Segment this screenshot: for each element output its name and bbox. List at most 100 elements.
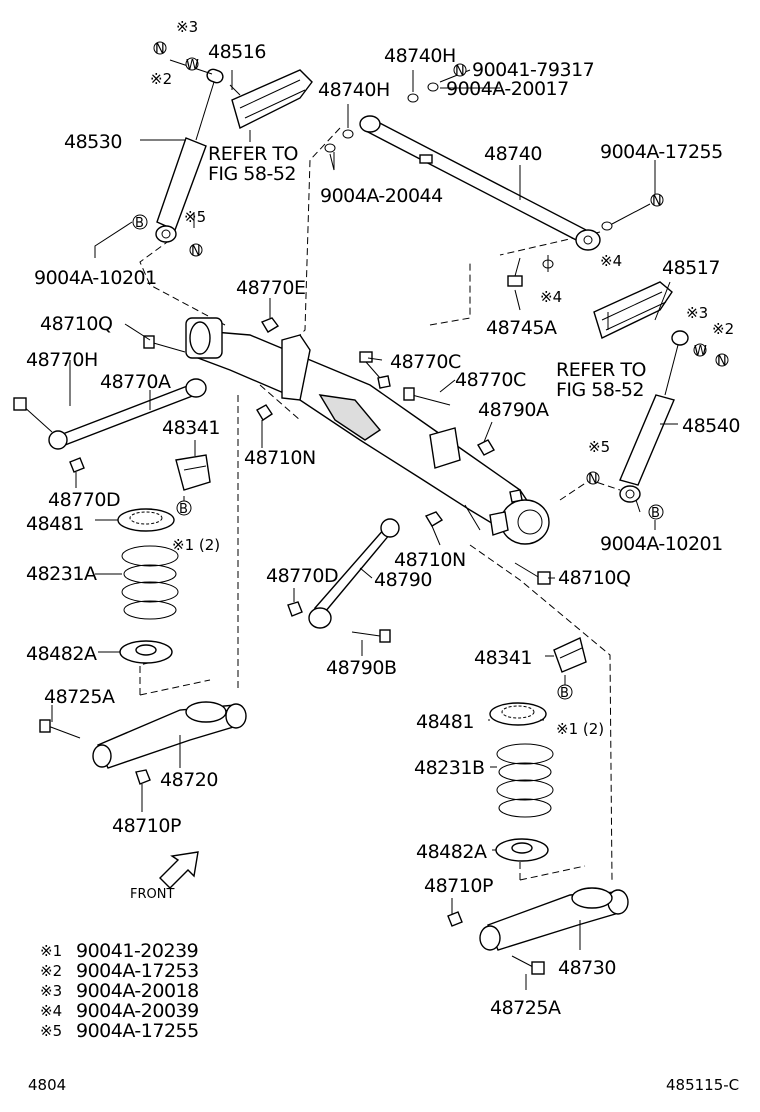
callout-48481-right: 48481 [416,711,474,733]
legend-part: 9004A-20018 [76,980,199,1002]
callout-48770c-a: 48770C [390,351,461,373]
ref-mark-5-right: ※5 [588,438,610,456]
figure-code: 485115-C [666,1076,739,1094]
beam-fasteners [143,317,551,585]
leader-lines [51,59,678,990]
ref-mark-2-left: ※2 [150,70,172,88]
mark-w: W [186,58,199,73]
mark-n: N [191,244,201,259]
legend-mark: ※3 [40,982,62,1000]
callout-48540: 48540 [682,415,740,437]
legend-mark: ※2 [40,962,62,980]
shock-absorber-48530 [155,68,224,243]
callout-48745a: 48745A [486,317,557,339]
callout-48710q-right: 48710Q [558,567,630,589]
mark-n: N [455,64,465,79]
ref-mark-3-left: ※3 [176,18,198,36]
legend-row: ※4 9004A-20039 [40,1000,199,1022]
spring-insulator-48482a-left [119,640,173,664]
callout-48740h-a: 48740H [384,45,456,67]
callout-48530: 48530 [64,131,122,153]
legend-part: 9004A-17255 [76,1020,199,1042]
legend-row: ※3 9004A-20018 [40,980,199,1002]
legend-row: ※2 9004A-17253 [40,960,199,982]
page-code: 4804 [28,1076,66,1094]
bump-stopper-48341-left [175,454,211,491]
callout-9004a-20017: 9004A-20017 [446,78,569,100]
callout-48770d-left: 48770D [48,489,120,511]
mark-b: B [135,216,144,231]
ref-mark-2-right: ※2 [712,320,734,338]
callout-48341-left: 48341 [162,417,220,439]
front-arrow-icon [159,851,199,889]
bolt-48745a [507,257,523,287]
callout-48482a-left: 48482A [26,643,97,665]
lower-arm-48720 [39,701,247,785]
callout-48710q-left: 48710Q [40,313,112,335]
callout-9004a-10201-right: 9004A-10201 [600,533,723,555]
callout-labels: 48516 48530 REFER TO FIG 58-52 9004A-102… [26,41,740,1019]
mark-n: N [652,194,662,209]
legend-part: 90041-20239 [76,940,198,962]
callout-9004a-10201-left: 9004A-10201 [34,267,157,289]
mark-n: N [588,472,598,487]
callout-90041-79317: 90041-79317 [472,59,594,81]
callout-48740h-b: 48740H [318,79,390,101]
callout-48770d-right: 48770D [266,565,338,587]
upper-bracket-48517 [593,281,673,339]
mark-b: B [179,502,188,517]
legend-part: 9004A-20039 [76,1000,199,1022]
callout-48770c-b: 48770C [455,369,526,391]
callout-48231b: 48231B [414,757,484,779]
legend-row: ※1 90041-20239 [40,940,199,962]
lateral-rod-48740 [324,82,613,269]
spring-insulator-48481-left [117,508,175,532]
callout-48730: 48730 [558,957,616,979]
callout-48482a-right: 48482A [416,841,487,863]
mark-n: N [155,42,165,57]
callout-48790a: 48790A [478,399,549,421]
callout-48481-left: 48481 [26,513,84,535]
callout-48770h: 48770H [26,349,98,371]
mark-w: W [694,344,707,359]
legend: ※1 90041-20239 ※2 9004A-17253 ※3 9004A-2… [40,940,199,1042]
callout-48740: 48740 [484,143,542,165]
callout-48720: 48720 [160,769,218,791]
callout-9004a-20044: 9004A-20044 [320,185,443,207]
ref-mark-5-left: ※5 [184,208,206,226]
control-rod-48790 [287,518,400,643]
refer-note-left-line2: FIG 58-52 [208,163,296,185]
ref-mark-1-2-left: ※1 (2) [172,536,220,554]
shock-absorber-48540 [619,330,689,503]
refer-note-right-line2: FIG 58-52 [556,379,644,401]
front-label: FRONT [130,887,174,902]
coil-spring-48231b [496,743,554,818]
legend-mark: ※5 [40,1022,62,1040]
callout-48725a-left: 48725A [44,686,115,708]
upper-bracket-48516 [229,69,313,130]
legend-part: 9004A-17253 [76,960,199,982]
callout-9004a-17255-top: 9004A-17255 [600,141,723,163]
callout-48231a: 48231A [26,563,97,585]
callout-48516: 48516 [208,41,266,63]
coil-spring-48231a [121,545,179,620]
callout-48710n-a: 48710N [244,447,316,469]
reference-marks: ※3 ※2 ※5 ※4 ※4 ※3 ※2 ※5 ※1 (2) ※1 (2) [150,18,734,738]
refer-note-right-line1: REFER TO [556,359,646,381]
callout-48770e: 48770E [236,277,305,299]
bump-stopper-48341-right [553,637,587,673]
callout-48341-right: 48341 [474,647,532,669]
spring-insulator-48482a-right [495,838,549,862]
mark-b: B [560,686,569,701]
legend-mark: ※1 [40,942,62,960]
callout-48725a-right: 48725A [490,997,561,1019]
callout-48790b: 48790B [326,657,396,679]
legend-row: ※5 9004A-17255 [40,1020,199,1042]
axle-beam [185,317,550,545]
lower-arm-48730 [447,887,629,975]
callout-48710p-right: 48710P [424,875,493,897]
ref-mark-4-a: ※4 [600,252,622,270]
refer-note-left-line1: REFER TO [208,143,298,165]
control-rod-48770a [13,378,207,473]
